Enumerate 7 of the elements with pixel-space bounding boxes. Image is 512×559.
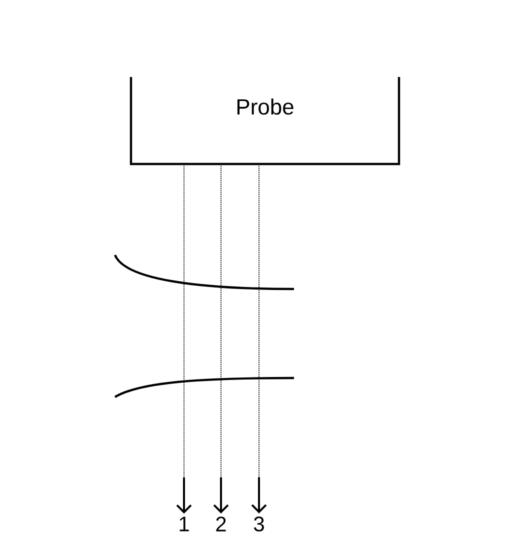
- beam-number: 3: [254, 516, 264, 532]
- beam-number: 1: [180, 516, 189, 532]
- arrow: [251, 164, 267, 514]
- arrow: [213, 164, 229, 514]
- probe-box: Probe: [130, 77, 400, 166]
- beam-number: 2: [216, 516, 226, 532]
- arrow: [176, 164, 192, 514]
